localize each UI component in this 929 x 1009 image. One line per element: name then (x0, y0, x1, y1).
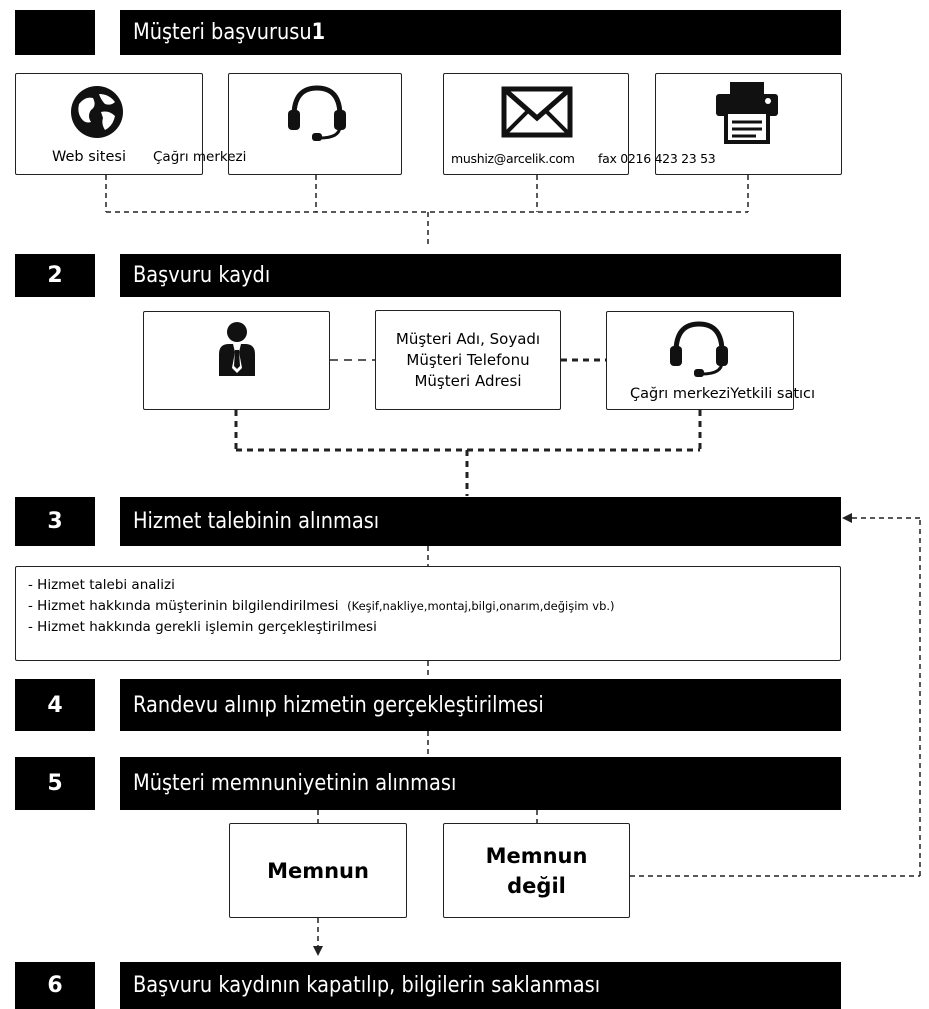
headset-icon (670, 321, 728, 377)
step-5-number: 5 (15, 757, 95, 810)
not-satisfied-box: Memnun değil (443, 823, 630, 918)
registration-right-label: Çağrı merkeziYetkili satıcı (630, 386, 816, 402)
envelope-icon (501, 86, 573, 138)
field-address: Müşteri Adresi (414, 371, 522, 390)
request-list-box: - Hizmet talebi analizi - Hizmet hakkınd… (15, 566, 841, 661)
fax-icon (716, 82, 778, 144)
step-3-number: 3 (15, 497, 95, 546)
channel-email-box (443, 73, 629, 175)
field-name: Müşteri Adı, Soyadı (395, 329, 541, 348)
step-6-title: Başvuru kaydının kapatılıp, bilgilerin s… (133, 973, 601, 998)
step-4-number: 4 (15, 679, 95, 731)
globe-icon (71, 86, 123, 138)
step-6-bar: Başvuru kaydının kapatılıp, bilgilerin s… (120, 962, 841, 1009)
step-4-bar: Randevu alınıp hizmetin gerçekleştirilme… (120, 679, 841, 731)
step-2-title: Başvuru kaydı (133, 263, 271, 288)
step-5-bar: Müşteri memnuniyetinin alınması (120, 757, 841, 810)
request-item-inform-row: - Hizmet hakkında müşterinin bilgilendir… (28, 596, 840, 617)
step-5-title: Müşteri memnuniyetinin alınması (133, 771, 457, 796)
request-note: (Keşif,nakliye,montaj,bilgi,onarım,değiş… (347, 599, 615, 613)
step-2-bar: Başvuru kaydı (120, 254, 841, 297)
channel-call-label: Çağrı merkezi (153, 149, 247, 165)
not-satisfied-label-1: Memnun (485, 843, 588, 868)
request-item-perform: - Hizmet hakkında gerekli işlemin gerçek… (28, 619, 377, 635)
person-icon (219, 322, 255, 376)
request-item-inform: - Hizmet hakkında müşterinin bilgilendir… (28, 598, 339, 614)
channel-web-label: Web sitesi (52, 149, 126, 165)
field-phone: Müşteri Telefonu (406, 350, 530, 369)
step-3-bar: Hizmet talebinin alınması (120, 497, 841, 546)
request-item-analysis: - Hizmet talebi analizi (28, 577, 175, 593)
step-3-title: Hizmet talebinin alınması (133, 509, 380, 534)
step-1-suffix: 1 (311, 20, 326, 45)
satisfied-label: Memnun (267, 858, 369, 883)
step-1-number (15, 10, 95, 55)
channel-web-box (15, 73, 203, 175)
step-1-bar: Müşteri başvurusu1 (120, 10, 841, 55)
channel-call-box (228, 73, 402, 175)
registration-call-box (606, 311, 794, 410)
registration-fields-box: Müşteri Adı, Soyadı Müşteri Telefonu Müş… (375, 310, 561, 410)
step-4-title: Randevu alınıp hizmetin gerçekleştirilme… (133, 692, 544, 718)
headset-icon (288, 85, 346, 141)
step-6-number: 6 (15, 962, 95, 1009)
not-satisfied-label-2: değil (507, 873, 566, 898)
satisfied-box: Memnun (229, 823, 407, 918)
registration-person-box (143, 311, 330, 410)
channel-fax-box (655, 73, 842, 175)
channel-fax-label: fax 0216 423 23 53 (598, 151, 716, 166)
step-2-number: 2 (15, 254, 95, 297)
step-1-title: Müşteri başvurusu (133, 20, 312, 45)
channel-email-label: mushiz@arcelik.com (451, 151, 575, 166)
